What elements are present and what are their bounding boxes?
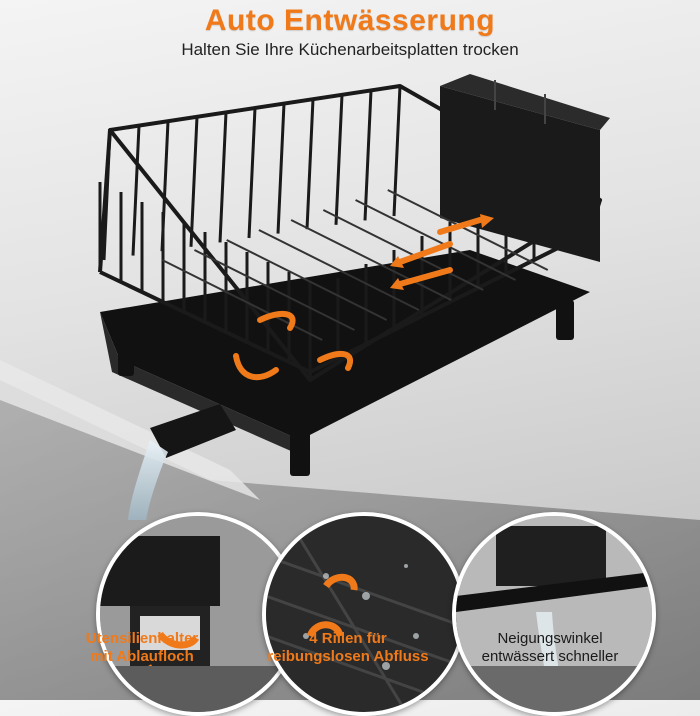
detail-grooves — [262, 512, 466, 716]
subheadline: Halten Sie Ihre Küchenarbeitsplatten tro… — [181, 40, 519, 59]
product-banner: Auto Entwässerung Halten Sie Ihre Küchen… — [0, 4, 700, 716]
detail-tilt-angle — [452, 512, 656, 716]
headline: Auto Entwässerung — [204, 4, 496, 37]
rack-wires — [98, 85, 592, 372]
drain-arrow-icon — [233, 217, 483, 381]
rack-floor — [161, 189, 549, 341]
water-flow-icon — [157, 631, 199, 649]
